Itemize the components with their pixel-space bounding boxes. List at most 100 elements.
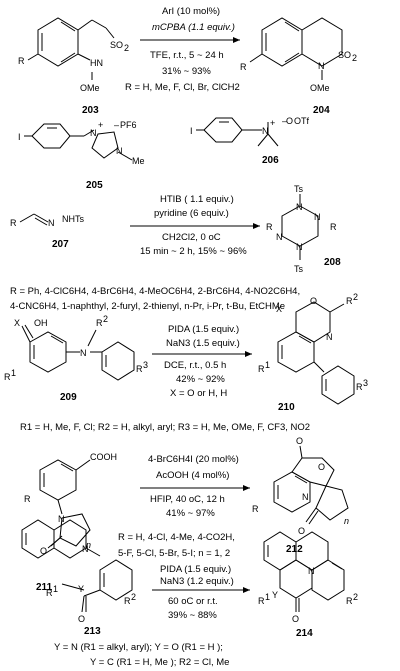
svg-text:N: N bbox=[82, 544, 89, 554]
svg-text:Me: Me bbox=[132, 156, 145, 166]
svg-text:N: N bbox=[90, 128, 97, 138]
hexafluorophosphate-counterion: PF6 bbox=[120, 120, 137, 130]
scheme-5: COOH R N O n 211 4-BrC6H4I (20 mol%) AcO… bbox=[24, 436, 349, 593]
svg-text:Ts: Ts bbox=[294, 264, 304, 274]
svg-text:R: R bbox=[4, 372, 11, 382]
scheme-6-substituents-line-1: Y = N (R1 = alkyl, aryl); Y = O (R1 = H … bbox=[54, 642, 223, 653]
svg-text:R: R bbox=[18, 56, 25, 66]
scheme-6: N Y R 1 O R 2 213 PIDA (1.5 equiv.) NaN3… bbox=[21, 519, 358, 668]
scheme-4-condition-2: NaN3 (1.5 equiv.) bbox=[166, 338, 240, 349]
svg-text:n: n bbox=[86, 540, 91, 550]
svg-text:R: R bbox=[46, 588, 53, 598]
scheme-6-condition-2: NaN3 (1.2 equiv.) bbox=[160, 576, 234, 587]
compound-213-label: 213 bbox=[84, 626, 101, 637]
compound-214-structure: N Y R 1 O R 2 bbox=[258, 531, 358, 624]
svg-text:Y: Y bbox=[272, 590, 278, 600]
svg-text:R: R bbox=[136, 364, 143, 374]
svg-text:R: R bbox=[346, 596, 353, 606]
scheme-3-condition-4: 15 min ~ 2 h, 15% ~ 96% bbox=[140, 246, 247, 257]
scheme-1-condition-2: mCPBA (1.1 equiv.) bbox=[152, 22, 235, 33]
svg-text:HN: HN bbox=[90, 58, 103, 68]
compound-212-label: 212 bbox=[286, 544, 303, 555]
svg-text:R: R bbox=[124, 596, 131, 606]
svg-text:–: – bbox=[282, 116, 287, 126]
svg-text:O: O bbox=[78, 614, 85, 624]
scheme-6-condition-4: 39% ~ 88% bbox=[168, 610, 217, 621]
compound-212-structure: O O R N O n bbox=[252, 436, 349, 536]
scheme-3-substituents-line-1: R = Ph, 4-ClC6H4, 4-BrC6H4, 4-MeOC6H4, 2… bbox=[10, 286, 300, 297]
svg-text:n: n bbox=[344, 516, 349, 526]
svg-text:2: 2 bbox=[131, 592, 136, 602]
svg-text:R: R bbox=[266, 222, 273, 232]
scheme-4-condition-3: DCE, r.t., 0.5 h bbox=[164, 360, 226, 371]
svg-text:SO: SO bbox=[338, 50, 351, 60]
compound-206-structure: I N + – O OTf bbox=[190, 116, 309, 147]
scheme-1-condition-1: ArI (10 mol%) bbox=[162, 6, 220, 17]
svg-text:O: O bbox=[286, 116, 293, 126]
scheme-5-condition-4: 41% ~ 97% bbox=[166, 508, 215, 519]
svg-text:2: 2 bbox=[103, 314, 108, 324]
scheme-4-condition-5: X = O or H, H bbox=[170, 388, 227, 399]
compound-208-structure: Ts N N N N R R Ts bbox=[266, 184, 337, 274]
svg-text:N: N bbox=[276, 232, 283, 242]
svg-text:R: R bbox=[252, 504, 259, 514]
svg-text:N: N bbox=[308, 566, 315, 576]
scheme-3-condition-3: CH2Cl2, 0 oC bbox=[162, 232, 221, 243]
scheme-4-condition-1: PIDA (1.5 equiv.) bbox=[168, 324, 239, 335]
svg-text:Ts: Ts bbox=[294, 184, 304, 194]
compound-207-structure: R N NHTs bbox=[10, 213, 84, 228]
scheme-1: R HN SO 2 OMe 203 ArI (10 mol%) mCPBA (1… bbox=[18, 6, 357, 116]
compound-213-structure: N Y R 1 O R 2 bbox=[21, 519, 136, 624]
svg-text:X: X bbox=[14, 318, 20, 328]
svg-text:O: O bbox=[40, 546, 47, 556]
svg-text:N: N bbox=[262, 126, 269, 136]
compound-209-label: 209 bbox=[60, 392, 77, 403]
compound-208-label: 208 bbox=[324, 257, 341, 268]
svg-text:N: N bbox=[302, 492, 309, 502]
svg-text:NHTs: NHTs bbox=[62, 214, 84, 224]
svg-text:N: N bbox=[296, 202, 303, 212]
svg-text:O: O bbox=[318, 462, 325, 472]
scheme-6-substituents-line-2: Y = C (R1 = H, Me ); R2 = Cl, Me bbox=[90, 657, 229, 668]
svg-text:OMe: OMe bbox=[310, 83, 330, 93]
scheme-6-condition-3: 60 oC or r.t. bbox=[168, 596, 218, 607]
svg-text:1: 1 bbox=[53, 584, 58, 594]
svg-text:N: N bbox=[314, 212, 321, 222]
scheme-3-substituents-line-2: 4-CNC6H4, 1-naphthyl, 2-furyl, 2-thienyl… bbox=[10, 301, 285, 312]
svg-text:OH: OH bbox=[34, 318, 48, 328]
scheme-5-condition-1: 4-BrC6H4I (20 mol%) bbox=[148, 454, 239, 465]
compound-209-structure: X OH N R 2 R 1 R 3 bbox=[4, 314, 148, 382]
svg-text:N: N bbox=[326, 332, 333, 342]
scheme-3-condition-1: HTIB ( 1.1 equiv.) bbox=[160, 194, 234, 205]
scheme-3-condition-2: pyridine (6 equiv.) bbox=[154, 208, 229, 219]
compound-204-label: 204 bbox=[313, 105, 330, 116]
svg-text:Y: Y bbox=[78, 584, 84, 594]
svg-text:O: O bbox=[310, 296, 317, 306]
scheme-2: I N + N Me – PF6 205 I N + bbox=[18, 116, 309, 191]
svg-text:X: X bbox=[276, 304, 282, 314]
svg-text:1: 1 bbox=[265, 592, 270, 602]
svg-text:O: O bbox=[298, 526, 305, 536]
svg-text:N: N bbox=[318, 61, 325, 71]
svg-text:N: N bbox=[48, 218, 55, 228]
scheme-1-substituents: R = H, Me, F, Cl, Br, ClCH2 bbox=[125, 82, 240, 93]
compound-210-label: 210 bbox=[278, 402, 295, 413]
compound-211-label: 211 bbox=[36, 582, 53, 593]
svg-text:R: R bbox=[356, 382, 363, 392]
scheme-5-condition-2: AcOOH (4 mol%) bbox=[156, 470, 229, 481]
scheme-4: X OH N R 2 R 1 R 3 209 PIDA (1.5 equiv.)… bbox=[4, 292, 368, 433]
compound-204-structure: R N SO 2 OMe bbox=[240, 17, 357, 93]
svg-text:R: R bbox=[346, 296, 353, 306]
svg-text:+: + bbox=[270, 118, 275, 128]
svg-text:SO: SO bbox=[110, 40, 123, 50]
svg-text:R: R bbox=[10, 218, 17, 228]
svg-text:I: I bbox=[190, 126, 193, 136]
svg-text:N: N bbox=[116, 146, 123, 156]
svg-text:N: N bbox=[58, 514, 65, 524]
svg-text:N: N bbox=[296, 242, 303, 252]
svg-text:2: 2 bbox=[353, 292, 358, 302]
svg-text:3: 3 bbox=[143, 360, 148, 370]
compound-210-structure: X O R 2 N R 1 R 3 bbox=[258, 292, 368, 405]
compound-205-label: 205 bbox=[86, 180, 103, 191]
scheme-5-condition-3: HFIP, 40 oC, 12 h bbox=[150, 494, 225, 505]
